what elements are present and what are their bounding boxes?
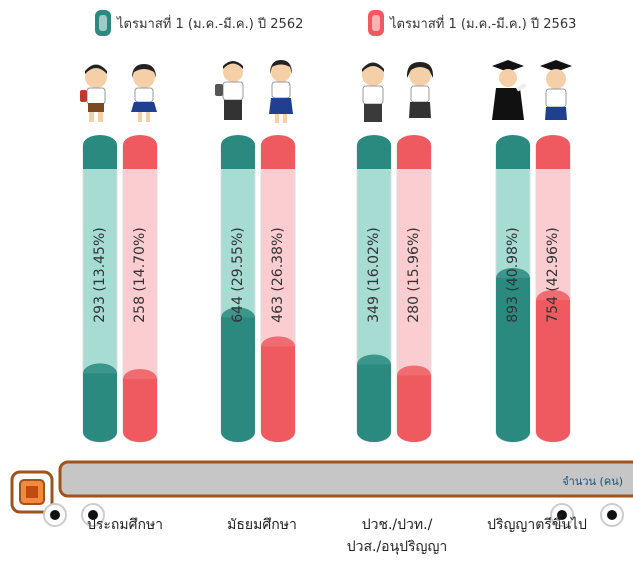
bar-base xyxy=(496,422,530,442)
bar-cap-top xyxy=(221,135,255,155)
graduate-girl-icon xyxy=(534,58,578,130)
axis-cap-inner xyxy=(26,486,38,498)
wheel-hub xyxy=(88,510,98,520)
category-label-vocational: ปวช./ปวท./ ปวส./อนุปริญญา xyxy=(332,514,462,558)
legend-label-2562: ไตรมาสที่ 1 (ม.ค.-มี.ค.) ปี 2562 xyxy=(117,16,304,32)
bar-base xyxy=(397,422,431,442)
data-label: 463 (26.38%) xyxy=(270,227,286,322)
bar-base xyxy=(221,422,255,442)
category-label-line: มัธยมศึกษา xyxy=(227,517,297,533)
category-label-line: ปวช./ปวท./ xyxy=(361,517,433,533)
wheel-hub xyxy=(50,510,60,520)
student-boy-icon xyxy=(76,64,116,130)
bar-fill-top xyxy=(397,365,431,386)
bar-cap-top xyxy=(83,135,117,155)
bar-cap-top xyxy=(357,135,391,155)
axis-bar xyxy=(58,460,633,498)
bar-cap-top xyxy=(536,135,570,155)
legend-item-2563: ไตรมาสที่ 1 (ม.ค.-มี.ค.) ปี 2563 xyxy=(368,10,576,36)
bar-cap-top xyxy=(123,135,157,155)
bar-fill-top xyxy=(536,290,570,311)
data-label: 258 (14.70%) xyxy=(132,227,148,322)
bar-base xyxy=(83,422,117,442)
unit-label: จำนวน (คน) xyxy=(562,475,623,488)
bar-base xyxy=(123,422,157,442)
data-label: 754 (42.96%) xyxy=(545,227,561,322)
vocational-boy-icon xyxy=(353,62,393,130)
bar-base xyxy=(261,422,295,442)
legend-swatch-2563 xyxy=(368,10,384,36)
bar xyxy=(261,346,295,432)
graduate-boy-icon xyxy=(486,58,530,130)
data-label: 293 (13.45%) xyxy=(92,227,108,322)
legend: ไตรมาสที่ 1 (ม.ค.-มี.ค.) ปี 2562 ไตรมาสท… xyxy=(0,8,633,42)
teen-boy-icon xyxy=(213,60,253,130)
teen-girl-icon xyxy=(261,60,301,130)
bar-fill-top xyxy=(357,354,391,375)
bar xyxy=(536,300,570,432)
legend-item-2562: ไตรมาสที่ 1 (ม.ค.-มี.ค.) ปี 2562 xyxy=(95,10,303,36)
bar-base xyxy=(536,422,570,442)
data-label: 644 (29.55%) xyxy=(230,227,246,322)
data-label: 349 (16.02%) xyxy=(366,227,382,322)
data-label: 280 (15.96%) xyxy=(406,227,422,322)
bar-cap-top xyxy=(496,135,530,155)
data-label: 893 (40.98%) xyxy=(505,227,521,322)
bar-fill-top xyxy=(221,307,255,328)
category-label-line: ปริญญาตรีขึ้นไป xyxy=(487,517,587,533)
bar-fill-top xyxy=(83,363,117,384)
bar xyxy=(496,277,530,432)
category-label-bachelor: ปริญญาตรีขึ้นไป xyxy=(472,514,602,536)
category-label-secondary: มัธยมศึกษา xyxy=(207,514,317,536)
bar xyxy=(357,364,391,432)
category-label-line-2: ปวส./อนุปริญญา xyxy=(346,539,448,555)
bar-cap-top xyxy=(261,135,295,155)
wheel-hub xyxy=(557,510,567,520)
bar-fill-top xyxy=(123,368,157,389)
bar-base xyxy=(357,422,391,442)
legend-swatch-2562 xyxy=(95,10,111,36)
category-label-primary: ประถมศึกษา xyxy=(70,514,180,536)
vocational-girl-icon xyxy=(400,62,440,130)
bar xyxy=(221,317,255,432)
bar-fill-top xyxy=(496,267,530,288)
legend-label-2563: ไตรมาสที่ 1 (ม.ค.-มี.ค.) ปี 2563 xyxy=(390,16,577,32)
bar-cap-top xyxy=(397,135,431,155)
bar-fill-top xyxy=(261,336,295,357)
wheel-hub xyxy=(607,510,617,520)
student-girl-icon xyxy=(124,64,164,130)
category-label-line: ประถมศึกษา xyxy=(86,517,164,533)
